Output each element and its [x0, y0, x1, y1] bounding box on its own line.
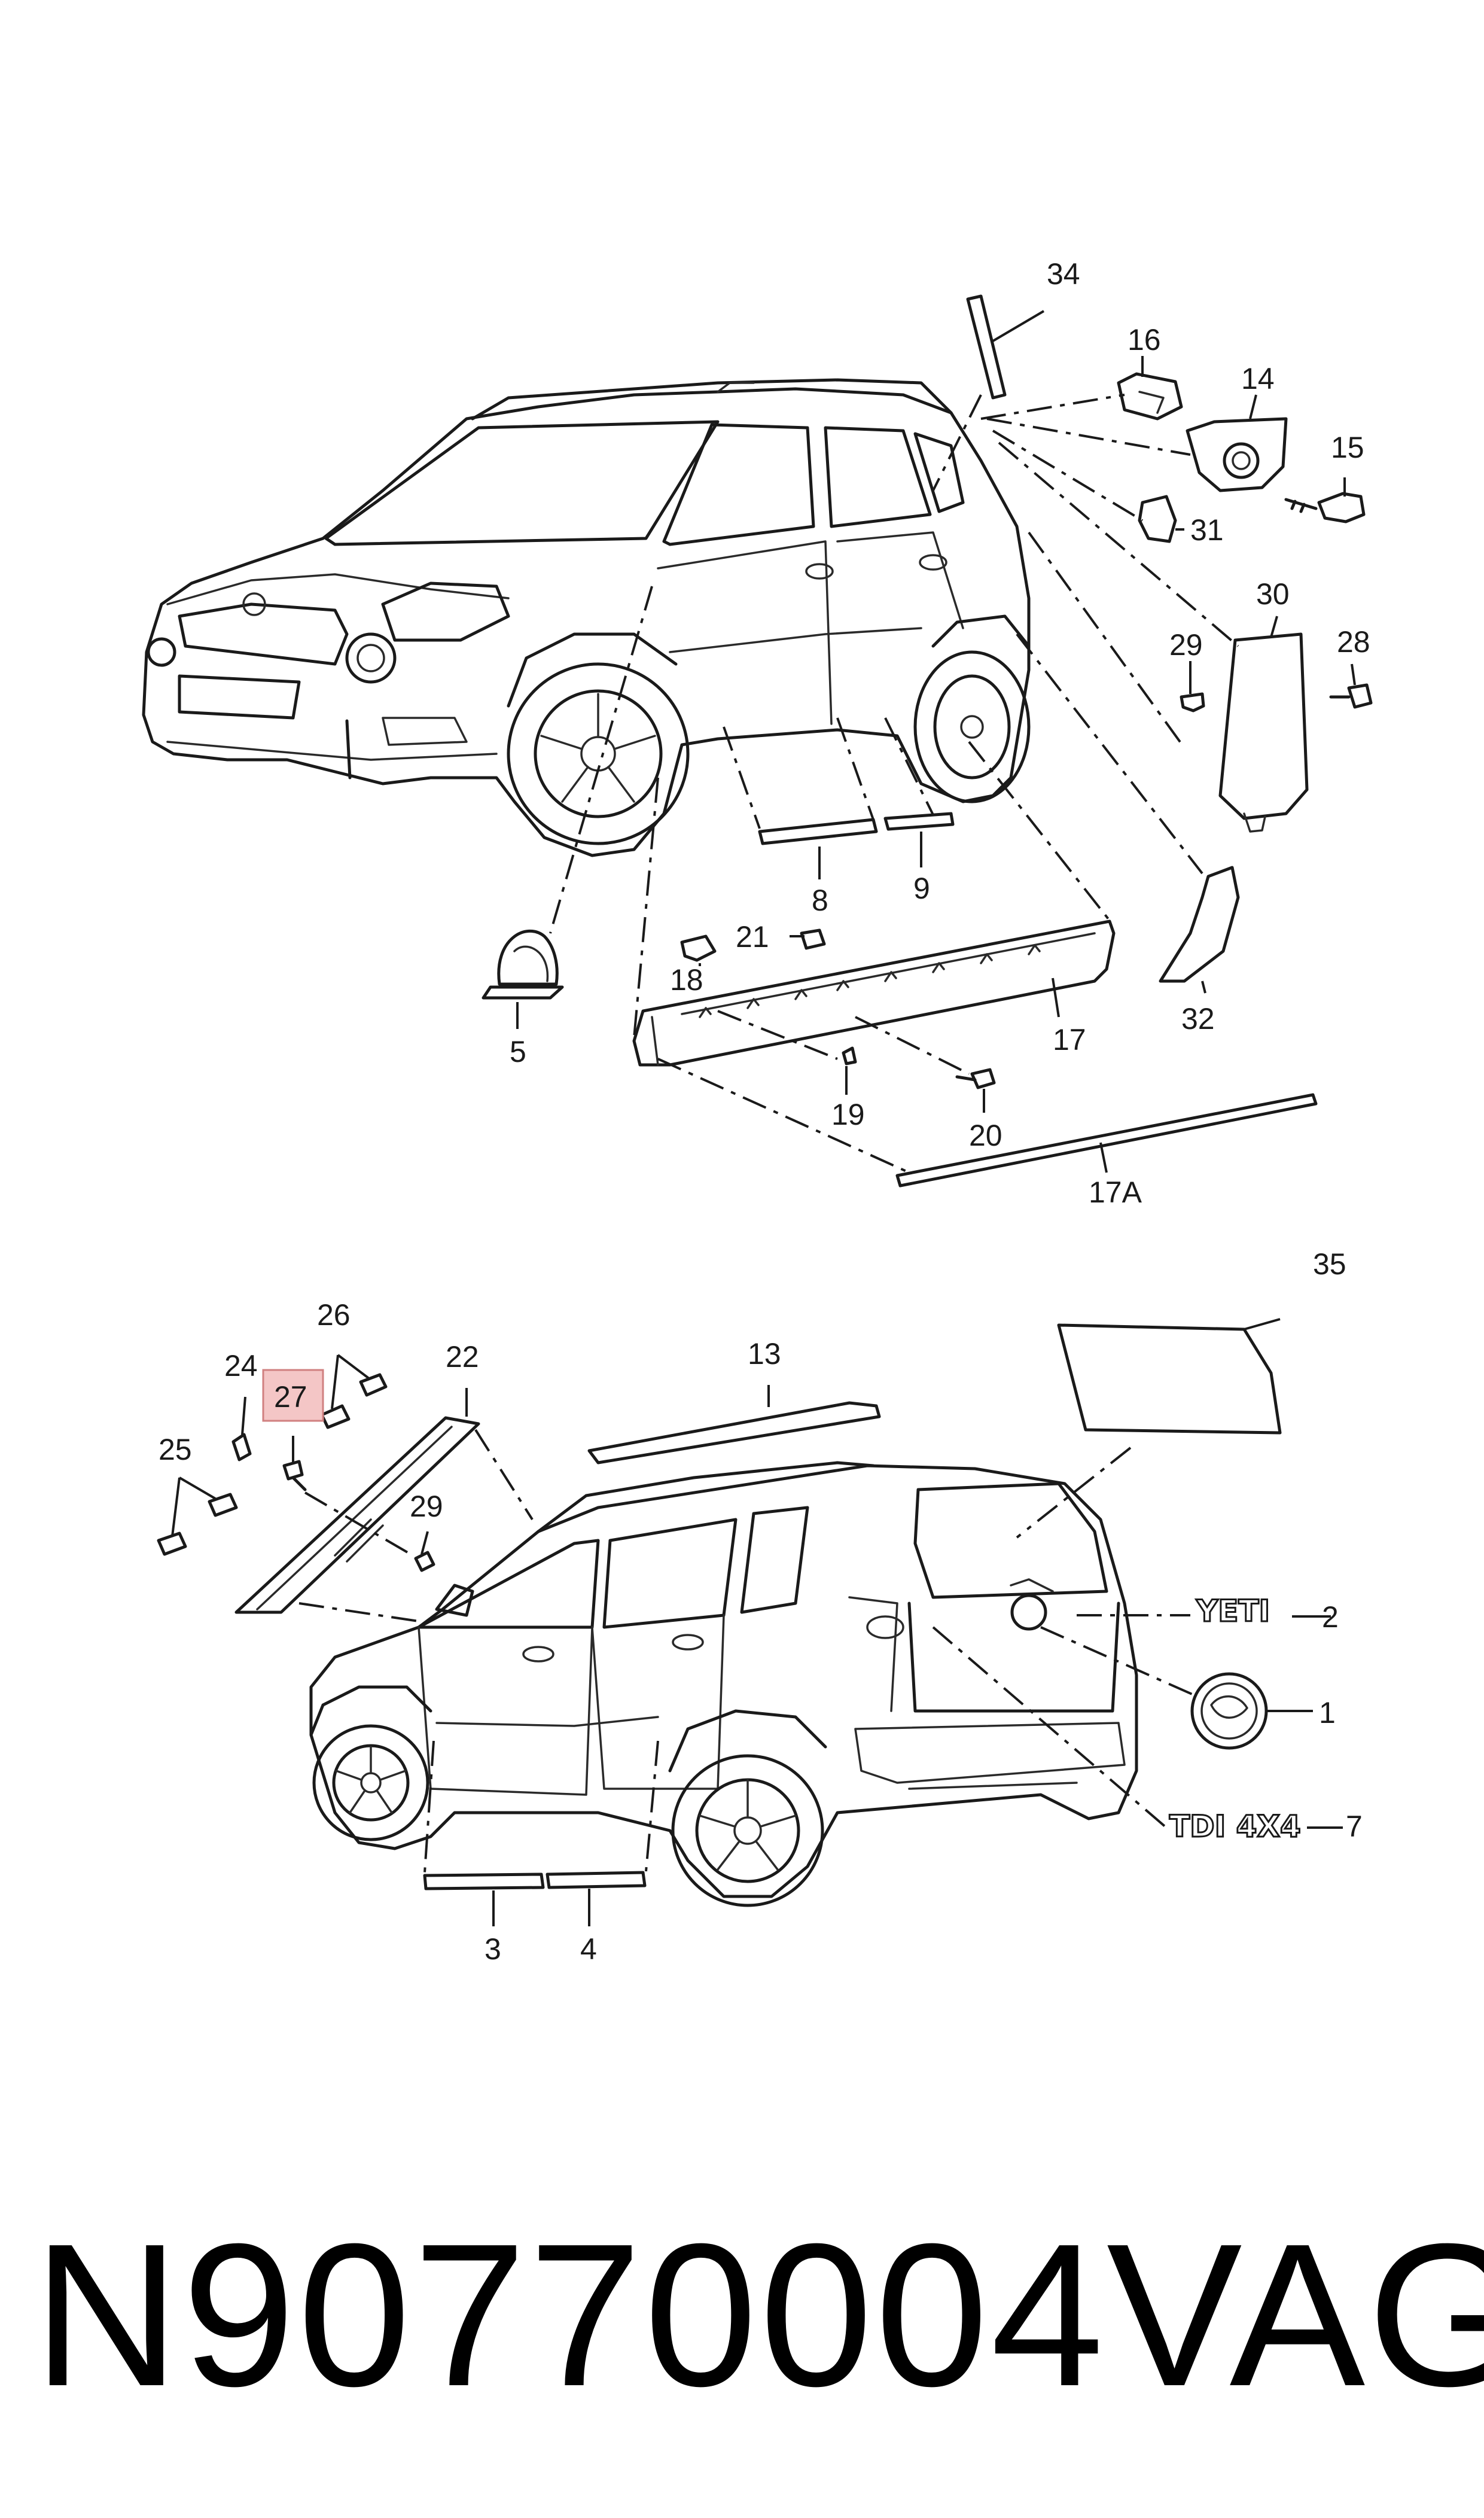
part-5-emblem — [482, 929, 564, 1000]
callout-25: 25 — [159, 1433, 192, 1466]
parts-top — [482, 294, 1373, 1188]
callout-9: 9 — [913, 872, 930, 905]
callout-30: 30 — [1256, 577, 1290, 611]
callout-21: 21 — [736, 920, 769, 954]
brand-name: VAG — [1107, 2202, 1484, 2429]
part-30-quarter-trim — [1218, 632, 1309, 820]
callout-35: 35 — [1313, 1247, 1346, 1281]
callout-20: 20 — [969, 1119, 1002, 1152]
part-17-sill-moulding — [632, 919, 1116, 1067]
callout-27: 27 — [274, 1380, 307, 1414]
vehicle-front-view — [142, 378, 1031, 857]
part-15-screw — [1284, 492, 1366, 523]
callout-22: 22 — [446, 1340, 479, 1374]
callout-26: 26 — [317, 1298, 351, 1332]
part-26-cap-a — [359, 1373, 388, 1397]
part-7-tdi-emblem: TDI 4X4 — [1169, 1809, 1301, 1844]
part-8-door-strip — [758, 818, 878, 845]
connector-lines-bottom — [298, 1429, 1197, 1873]
callout-28: 28 — [1337, 625, 1370, 659]
part-29-plug-bottom — [414, 1551, 435, 1572]
callout-17: 17 — [1053, 1023, 1086, 1056]
part-26-cap-b — [320, 1404, 351, 1429]
callouts-top: 34 16 14 15 31 30 29 28 8 9 21 18 5 17 1… — [510, 257, 1370, 1209]
callout-32: 32 — [1181, 1002, 1215, 1036]
callout-19: 19 — [831, 1098, 865, 1131]
callout-18: 18 — [670, 963, 703, 997]
part-4-door-strip — [546, 1871, 647, 1889]
callout-8: 8 — [812, 884, 828, 917]
callout-7: 7 — [1346, 1810, 1363, 1843]
emblems: YETI TDI 4X4 — [1169, 1593, 1302, 1845]
part-16-clip — [1117, 372, 1183, 421]
part-3-door-strip — [423, 1872, 545, 1890]
part-29-plug — [1180, 692, 1205, 713]
part-9-door-strip — [883, 812, 955, 831]
callouts-bottom: 35 13 26 22 24 27 25 29 2 1 7 3 4 — [159, 1247, 1363, 1966]
callout-27-highlight — [262, 1369, 324, 1422]
callout-29: 29 — [1169, 628, 1203, 662]
part-31-clip — [1138, 495, 1177, 543]
part-24-clip — [231, 1433, 252, 1462]
part-17a-strip — [895, 1093, 1318, 1188]
part-34-pillar-trim — [966, 294, 1007, 400]
callout-17a: 17A — [1089, 1176, 1142, 1209]
callout-5: 5 — [510, 1035, 526, 1068]
part-27-screw — [282, 1460, 307, 1491]
part-2-yeti-emblem: YETI — [1196, 1594, 1270, 1628]
part-13-roof-strip — [587, 1401, 881, 1464]
part-28-screw — [1329, 683, 1373, 709]
callout-34: 34 — [1047, 257, 1080, 291]
callout-31: 31 — [1190, 513, 1224, 547]
callout-1: 1 — [1319, 1696, 1336, 1730]
callout-16: 16 — [1128, 323, 1161, 357]
vehicle-rear-view — [309, 1461, 1138, 1907]
part-20-screw — [955, 1068, 996, 1089]
part-19-clip — [842, 1046, 857, 1065]
part-number: N90770004 — [33, 2202, 1107, 2429]
part-1-badge — [1190, 1672, 1268, 1750]
parts-bottom — [157, 1323, 1282, 1890]
callout-14: 14 — [1241, 362, 1275, 395]
callout-24: 24 — [224, 1349, 258, 1383]
callout-13: 13 — [748, 1337, 781, 1371]
callout-29-bottom: 29 — [410, 1490, 443, 1523]
callout-2: 2 — [1322, 1600, 1339, 1634]
part-25-cap-b — [157, 1531, 187, 1556]
connector-lines-top — [549, 394, 1239, 1174]
part-21-screw — [800, 928, 826, 950]
part-35-rear-window — [1057, 1323, 1282, 1435]
callout-4: 4 — [580, 1932, 597, 1966]
callout-3: 3 — [484, 1932, 501, 1966]
part-32-arch-trim — [1159, 866, 1240, 983]
callout-15: 15 — [1331, 431, 1364, 464]
part-18-clip — [680, 934, 717, 962]
part-25-cap-a — [208, 1493, 238, 1517]
